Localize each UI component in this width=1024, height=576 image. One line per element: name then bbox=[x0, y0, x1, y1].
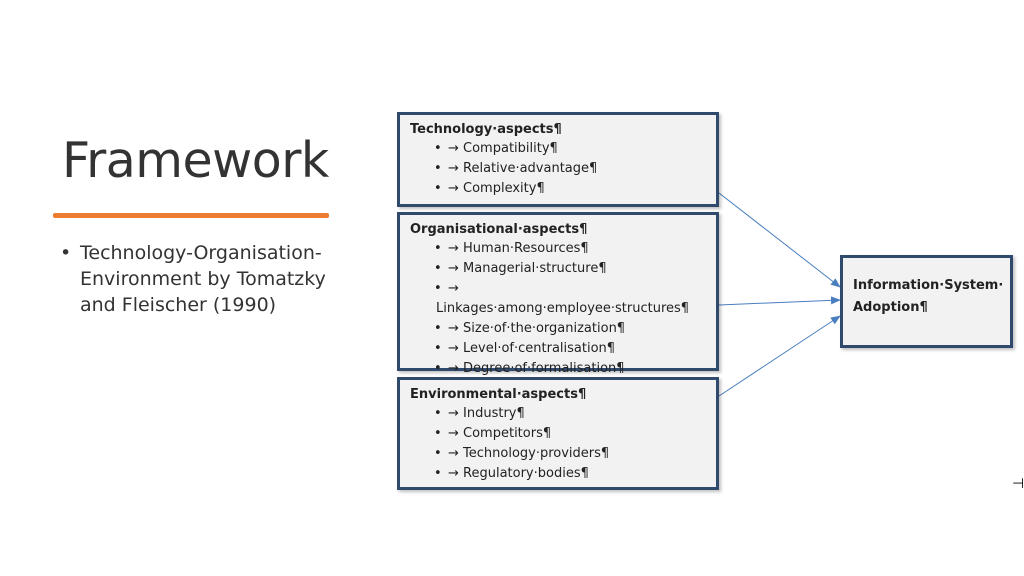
bullet-item: • Technology-Organisation-Environment by… bbox=[60, 240, 350, 318]
list-item: • → Size·of·the·organization¶ bbox=[434, 319, 716, 339]
list-item-text: → Relative·advantage¶ bbox=[448, 161, 598, 176]
environmental-aspects-list: • → Industry¶ • → Competitors¶ • → Technolo… bbox=[400, 404, 716, 484]
list-item-text: → Managerial·structure¶ bbox=[448, 261, 607, 276]
organisational-aspects-box: Organisational·aspects¶ • → Human·Resourc… bbox=[397, 212, 719, 376]
list-item-text: → Industry¶ bbox=[448, 406, 525, 421]
slide-title: Framework bbox=[62, 132, 329, 189]
list-item: • → Managerial·structure¶ bbox=[434, 259, 716, 279]
arrow-env-to-adoption bbox=[718, 315, 841, 397]
organisational-aspects-title: Organisational·aspects¶ bbox=[410, 222, 588, 237]
adoption-title-line1: Information·System· bbox=[853, 278, 1004, 293]
list-item-text: → Size·of·the·organization¶ bbox=[448, 321, 626, 336]
technology-aspects-box: Technology·aspects¶ • → Compatibility¶ • →… bbox=[397, 112, 719, 207]
bullet-dot-icon: • bbox=[434, 261, 442, 276]
bullet-dot-icon: • bbox=[434, 241, 442, 256]
environmental-aspects-box: Environmental·aspects¶ • → Industry¶ • → C… bbox=[397, 377, 719, 490]
organisational-aspects-list: • → Human·Resources¶ • → Managerial·struct… bbox=[400, 239, 716, 379]
list-item: • → Industry¶ bbox=[434, 404, 716, 424]
adoption-title: Information·System· Adoption¶ bbox=[853, 275, 1010, 319]
bullet-dot-icon: • bbox=[434, 321, 442, 336]
list-item-text: → Compatibility¶ bbox=[448, 141, 558, 156]
bullet-dot-icon: • bbox=[434, 426, 442, 441]
title-underline bbox=[53, 213, 329, 218]
list-item-text: → Regulatory·bodies¶ bbox=[448, 466, 589, 481]
arrow-org-to-adoption bbox=[718, 296, 841, 306]
bullet-dot-icon: • bbox=[434, 161, 442, 176]
list-item: • → Human·Resources¶ bbox=[434, 239, 716, 259]
environmental-aspects-title: Environmental·aspects¶ bbox=[410, 387, 587, 402]
technology-aspects-list: • → Compatibility¶ • → Relative·advantage¶… bbox=[400, 139, 716, 199]
text-cursor-icon: ⊣ bbox=[1012, 476, 1024, 492]
list-item: • → Degree·of·formalisation¶ bbox=[434, 359, 716, 379]
bullet-dot-icon: • bbox=[434, 281, 442, 296]
bullet-dot-icon: • bbox=[434, 466, 442, 481]
bullet-dot-icon: • bbox=[434, 341, 442, 356]
list-item: • → Compatibility¶ bbox=[434, 139, 716, 159]
bullet-text: Technology-Organisation-Environment by T… bbox=[80, 242, 326, 316]
list-item-text: → Linkages·among·employee·structures¶ bbox=[436, 281, 690, 316]
arrow-tech-to-adoption bbox=[718, 192, 841, 288]
list-item: • → Technology·providers¶ bbox=[434, 444, 716, 464]
bullet-dot-icon: • bbox=[60, 242, 72, 264]
list-item-text: → Level·of·centralisation¶ bbox=[448, 341, 616, 356]
information-system-adoption-box: Information·System· Adoption¶ bbox=[840, 255, 1013, 348]
list-item-text: → Complexity¶ bbox=[448, 181, 545, 196]
list-item-text: → Degree·of·formalisation¶ bbox=[448, 361, 625, 376]
bullet-dot-icon: • bbox=[434, 406, 442, 421]
bullet-dot-icon: • bbox=[434, 361, 442, 376]
list-item: • → Complexity¶ bbox=[434, 179, 716, 199]
list-item: • → Competitors¶ bbox=[434, 424, 716, 444]
list-item: • → Level·of·centralisation¶ bbox=[434, 339, 716, 359]
bullet-dot-icon: • bbox=[434, 181, 442, 196]
list-item-text: → Human·Resources¶ bbox=[448, 241, 589, 256]
list-item-text: → Competitors¶ bbox=[448, 426, 552, 441]
list-item: •→ Linkages·among·employee·structures¶ bbox=[434, 279, 716, 319]
bullet-dot-icon: • bbox=[434, 446, 442, 461]
list-item: • → Regulatory·bodies¶ bbox=[434, 464, 716, 484]
list-item-text: → Technology·providers¶ bbox=[448, 446, 610, 461]
list-item: • → Relative·advantage¶ bbox=[434, 159, 716, 179]
adoption-title-line2: Adoption¶ bbox=[853, 300, 928, 315]
technology-aspects-title: Technology·aspects¶ bbox=[410, 122, 562, 137]
bullet-dot-icon: • bbox=[434, 141, 442, 156]
